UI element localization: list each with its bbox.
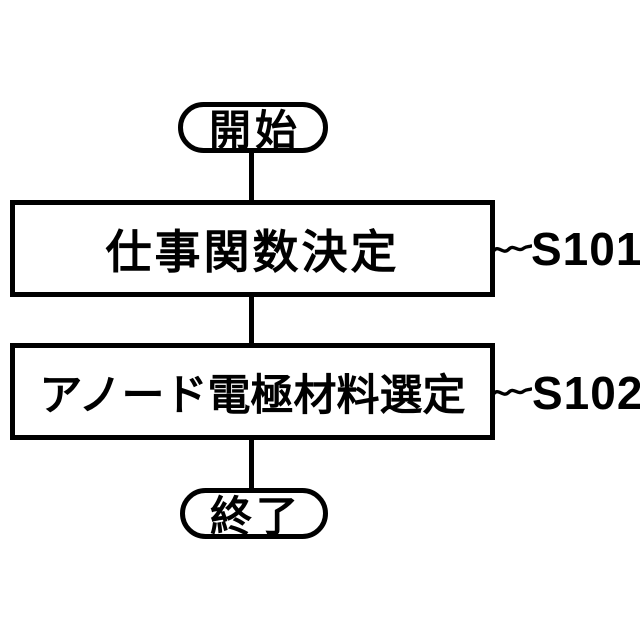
start-terminal-label: 開始 (208, 107, 301, 154)
step-id-s101: S101 (531, 223, 640, 275)
tilde-connector-icon (492, 383, 532, 403)
process-step-s102-label: アノード電極材料選定 (39, 371, 466, 420)
process-step-s101: 仕事関数決定 (10, 200, 495, 297)
connector-start-to-step1 (249, 150, 254, 204)
connector-step1-to-step2 (249, 294, 254, 347)
connector-step2-to-end (249, 437, 254, 491)
process-step-s101-label: 仕事関数決定 (105, 225, 400, 278)
start-terminal: 開始 (178, 102, 328, 154)
tilde-connector-icon (492, 240, 532, 260)
step-id-s102: S102 (532, 367, 640, 419)
process-step-s102: アノード電極材料選定 (10, 343, 495, 440)
end-terminal: 終了 (180, 488, 328, 540)
end-terminal-label: 終了 (209, 493, 302, 540)
